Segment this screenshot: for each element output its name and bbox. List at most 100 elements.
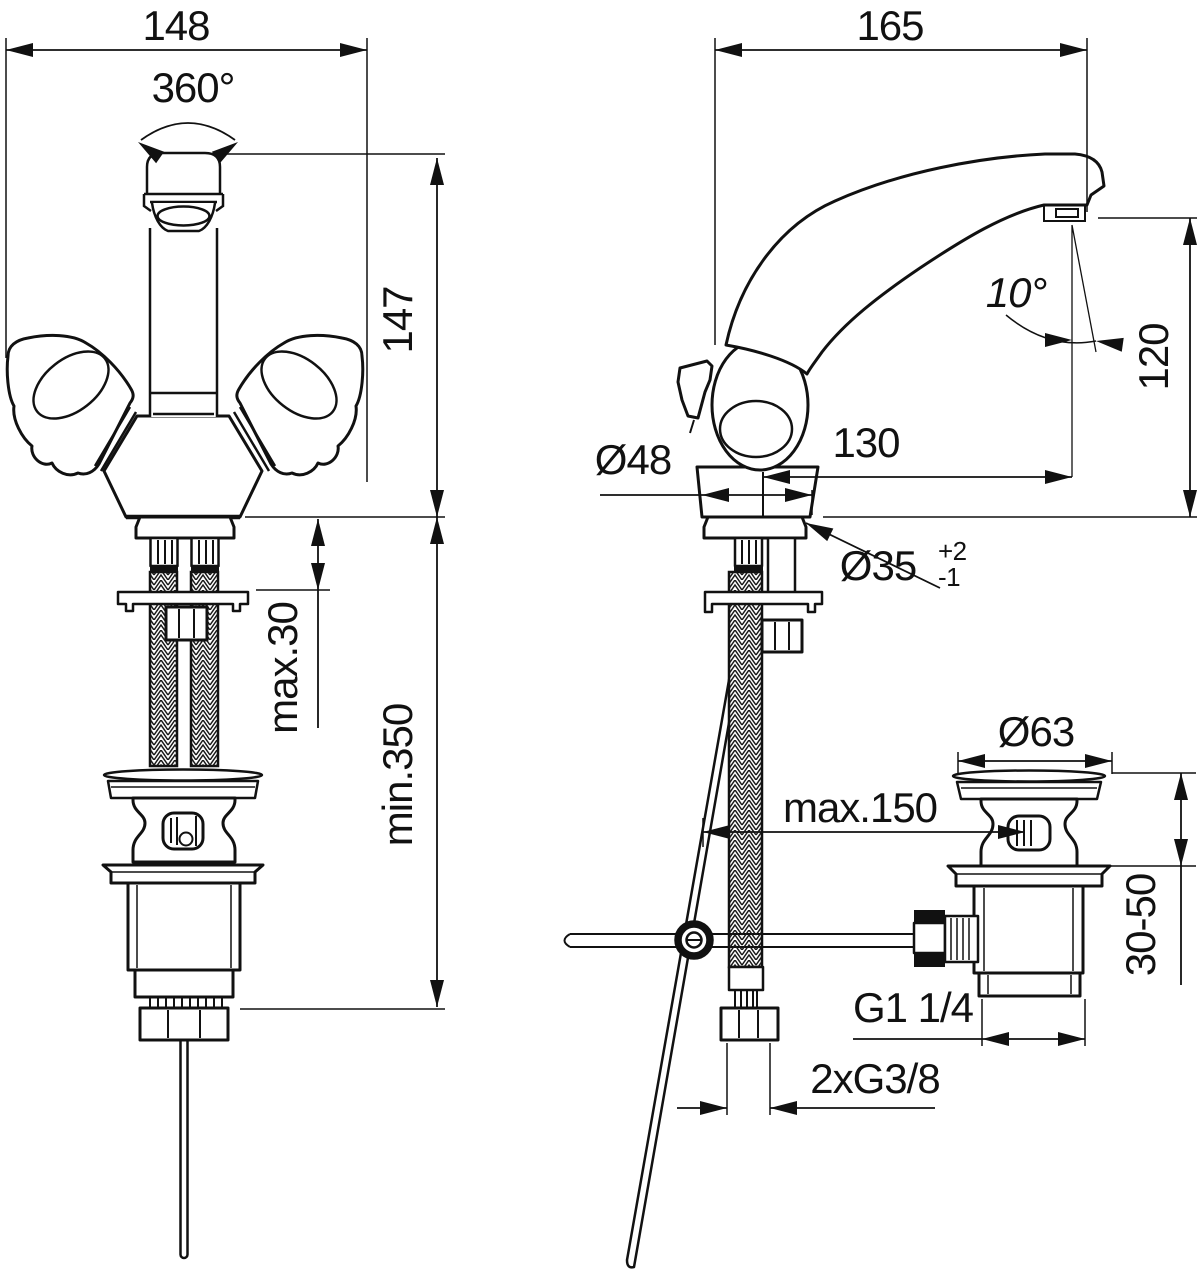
arrow-icon	[340, 43, 367, 57]
arrow-icon	[1045, 470, 1072, 484]
dim-waste-thread: G1 1/4	[853, 984, 1086, 1046]
lever-knob-mid	[912, 921, 947, 955]
dim-spout-angle: 10°	[986, 224, 1124, 477]
front-base-flange	[134, 515, 236, 540]
lever-knob-thread	[943, 914, 980, 964]
arrow-icon	[1174, 773, 1188, 800]
dim-front-height-label: 147	[374, 286, 421, 353]
handle-right-skirt-lines	[232, 406, 277, 472]
side-lever	[563, 910, 980, 967]
front-drain-plate	[106, 779, 260, 800]
side-hose-nut-facets	[738, 1010, 759, 1038]
front-spout-sides	[148, 228, 219, 417]
front-drain-hole-bars	[170, 817, 178, 845]
front-spout-collar	[150, 391, 217, 416]
dim-waste-offset-label: max.150	[783, 784, 937, 831]
front-shank-left-band	[150, 566, 178, 573]
arrow-icon	[958, 754, 985, 768]
front-body	[93, 406, 277, 520]
dim-deck-max: max.30	[256, 519, 330, 734]
handle-left-skirt-lines	[93, 406, 138, 472]
dim-waste-dia: Ø63	[957, 708, 1113, 774]
lever-knob-thread-lines	[950, 918, 970, 960]
arrow-icon	[715, 43, 742, 57]
dim-base-dia: Ø48	[595, 436, 813, 515]
front-shank-left-threads	[157, 540, 173, 564]
arrow-icon	[1085, 754, 1112, 768]
side-drain-flange	[946, 864, 1112, 888]
front-spout-cap-fill	[147, 153, 220, 194]
dim-spout-height-label: 120	[1130, 323, 1177, 390]
front-drain-cylinder-lines	[136, 885, 232, 968]
front-drain-ribs	[149, 996, 223, 1009]
dim-side-width: 165	[714, 2, 1088, 345]
arrow-icon	[430, 980, 444, 1007]
dim-spout-reach-label: 130	[832, 419, 899, 466]
dim-waste-dia-extensions	[957, 752, 1113, 774]
lever-knob-top	[914, 910, 945, 923]
dim-hole-tol-plus-label: +2	[938, 536, 967, 566]
arrow-icon	[311, 563, 325, 590]
dim-hole-tol-minus-label: -1	[938, 562, 960, 592]
dim-spout-height: 120	[823, 217, 1197, 518]
front-drain-cylinder	[126, 881, 242, 972]
lever-knob-bottom	[914, 953, 945, 967]
lever-rod	[563, 933, 916, 948]
front-shank-right-threads	[198, 540, 214, 564]
arrow-icon	[1174, 839, 1188, 866]
front-mounting-nut-facets	[178, 609, 195, 638]
side-body-face	[718, 399, 794, 459]
arrow-icon	[1183, 218, 1197, 245]
dim-swivel-label: 360°	[152, 64, 235, 111]
arrow-icon	[430, 158, 444, 185]
side-supply-hose	[727, 570, 764, 969]
dim-front-height-extensions	[222, 153, 445, 518]
front-drain	[101, 768, 265, 1042]
dim-front-width-label: 148	[142, 2, 209, 49]
dim-deck-max-label: max.30	[259, 602, 306, 734]
side-handle-knob	[676, 359, 714, 420]
side-handle-stem	[689, 419, 695, 434]
front-mounting	[116, 590, 250, 642]
dim-spout-height-extensions	[823, 217, 1197, 518]
front-aerator-ring	[156, 205, 211, 227]
dim-waste-offset: max.150	[702, 784, 1025, 847]
side-drain	[946, 769, 1112, 998]
side-shank-band	[734, 566, 763, 573]
front-drain-ribs-lines	[157, 997, 215, 1008]
side-drain-pipe	[977, 971, 1082, 998]
side-pop-up-rod	[625, 570, 757, 1269]
front-handle-left	[5, 333, 135, 477]
side-drain-plug-disc	[951, 769, 1107, 783]
dim-hole-dia: Ø35 +2 -1	[802, 516, 967, 592]
dim-front-width: 148	[5, 2, 368, 482]
front-drain-nut	[138, 1006, 230, 1042]
dim-spout-reach: 130	[763, 419, 1072, 484]
front-shank-right-band	[191, 566, 219, 573]
side-handle	[676, 359, 714, 434]
side-hose-collar	[727, 965, 765, 992]
side-base	[702, 515, 824, 654]
arrow-icon	[770, 1101, 797, 1115]
side-hose-ribs-lines	[740, 990, 754, 1008]
dim-hose-min-label: min.350	[374, 704, 421, 846]
arrow-icon	[1058, 1032, 1085, 1046]
dim-front-width-extensions	[5, 38, 368, 482]
front-drain-neck	[133, 968, 235, 999]
front-mounting-plate	[116, 590, 250, 613]
front-drain-plug-disc	[102, 768, 264, 782]
side-shank-threads	[741, 540, 757, 564]
front-spout-fill	[150, 228, 217, 417]
front-handle-right	[235, 333, 365, 477]
front-drain-nut-facets	[167, 1010, 201, 1038]
dim-side-width-label: 165	[856, 2, 923, 49]
side-view: 165 10° 120 130 Ø48	[563, 2, 1197, 1269]
dim-base-dia-label: Ø48	[595, 436, 671, 483]
front-body-hexagon	[102, 414, 264, 519]
front-spout-ring	[142, 192, 225, 213]
arrow-icon	[1095, 334, 1124, 352]
handle-left-indent	[32, 350, 110, 420]
handle-right-indent	[260, 350, 338, 420]
dim-swivel: 360°	[133, 64, 243, 164]
